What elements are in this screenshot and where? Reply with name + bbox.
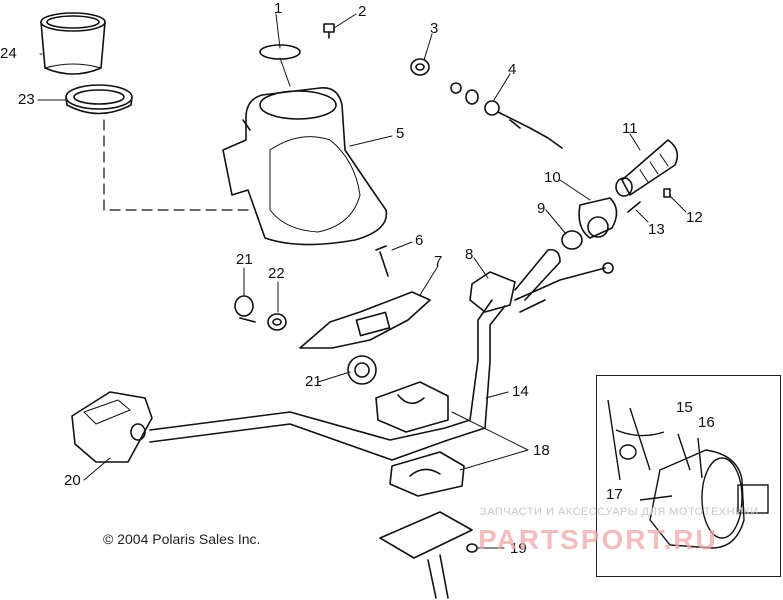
watermark-tagline: ЗАПЧАСТИ И АКСЕССУАРЫ ДЛЯ МОТОТЕХНИКИ <box>480 506 759 518</box>
part-23-ring <box>65 84 133 115</box>
part-21-switch-top <box>234 295 256 323</box>
alignment-line <box>103 119 249 211</box>
part-20-switch-housing <box>71 391 153 463</box>
part-5-pod-housing <box>222 87 388 246</box>
part-4-cable <box>450 82 563 149</box>
watermark-logo: PARTSPORT.RU <box>478 524 718 555</box>
callout-21-upper: 21 <box>236 251 253 268</box>
callout-9: 9 <box>537 200 546 217</box>
part-21-switch-lower <box>347 355 377 385</box>
part-13-screw <box>627 201 641 213</box>
callout-17: 17 <box>606 486 623 503</box>
inset-detail <box>607 399 769 549</box>
callout-16: 16 <box>698 414 715 431</box>
callout-19: 19 <box>510 540 527 557</box>
part-24-cup <box>40 12 106 75</box>
callout-7: 7 <box>434 253 443 270</box>
part-14-handlebar <box>149 299 506 461</box>
callout-8: 8 <box>465 246 474 263</box>
part-11-grip <box>615 139 679 197</box>
part-10-throttle-housing <box>578 197 618 239</box>
callout-12: 12 <box>686 209 703 226</box>
part-19-mount <box>379 511 478 599</box>
part-8-master-cylinder <box>469 248 614 313</box>
callout-22: 22 <box>268 265 285 282</box>
part-18-clamp-upper <box>375 381 449 433</box>
callout-24: 24 <box>0 45 17 62</box>
callout-18: 18 <box>533 442 550 459</box>
callout-3: 3 <box>430 20 439 37</box>
leader-lines <box>37 13 687 549</box>
inset-frame <box>596 375 781 577</box>
callout-2: 2 <box>358 3 367 20</box>
callout-5: 5 <box>396 125 405 142</box>
part-2-screw <box>323 23 335 39</box>
callout-6: 6 <box>415 232 424 249</box>
part-22-nut <box>267 313 287 331</box>
callout-21-lower: 21 <box>305 373 322 390</box>
part-12-bolt <box>663 188 671 198</box>
callout-1: 1 <box>274 0 283 17</box>
callout-10: 10 <box>544 169 561 186</box>
callout-15: 15 <box>676 399 693 416</box>
callout-11: 11 <box>622 120 638 137</box>
callout-13: 13 <box>648 221 665 238</box>
part-18-clamp-lower <box>389 451 465 497</box>
part-6-bolt <box>375 245 389 277</box>
callout-20: 20 <box>64 472 81 489</box>
part-3-nut <box>410 58 430 76</box>
copyright-notice: © 2004 Polaris Sales Inc. <box>103 531 261 547</box>
callout-14: 14 <box>512 383 529 400</box>
callout-4: 4 <box>508 61 517 78</box>
part-9-collar <box>561 230 583 250</box>
part-7-bracket <box>299 291 431 349</box>
callout-23: 23 <box>18 91 35 108</box>
